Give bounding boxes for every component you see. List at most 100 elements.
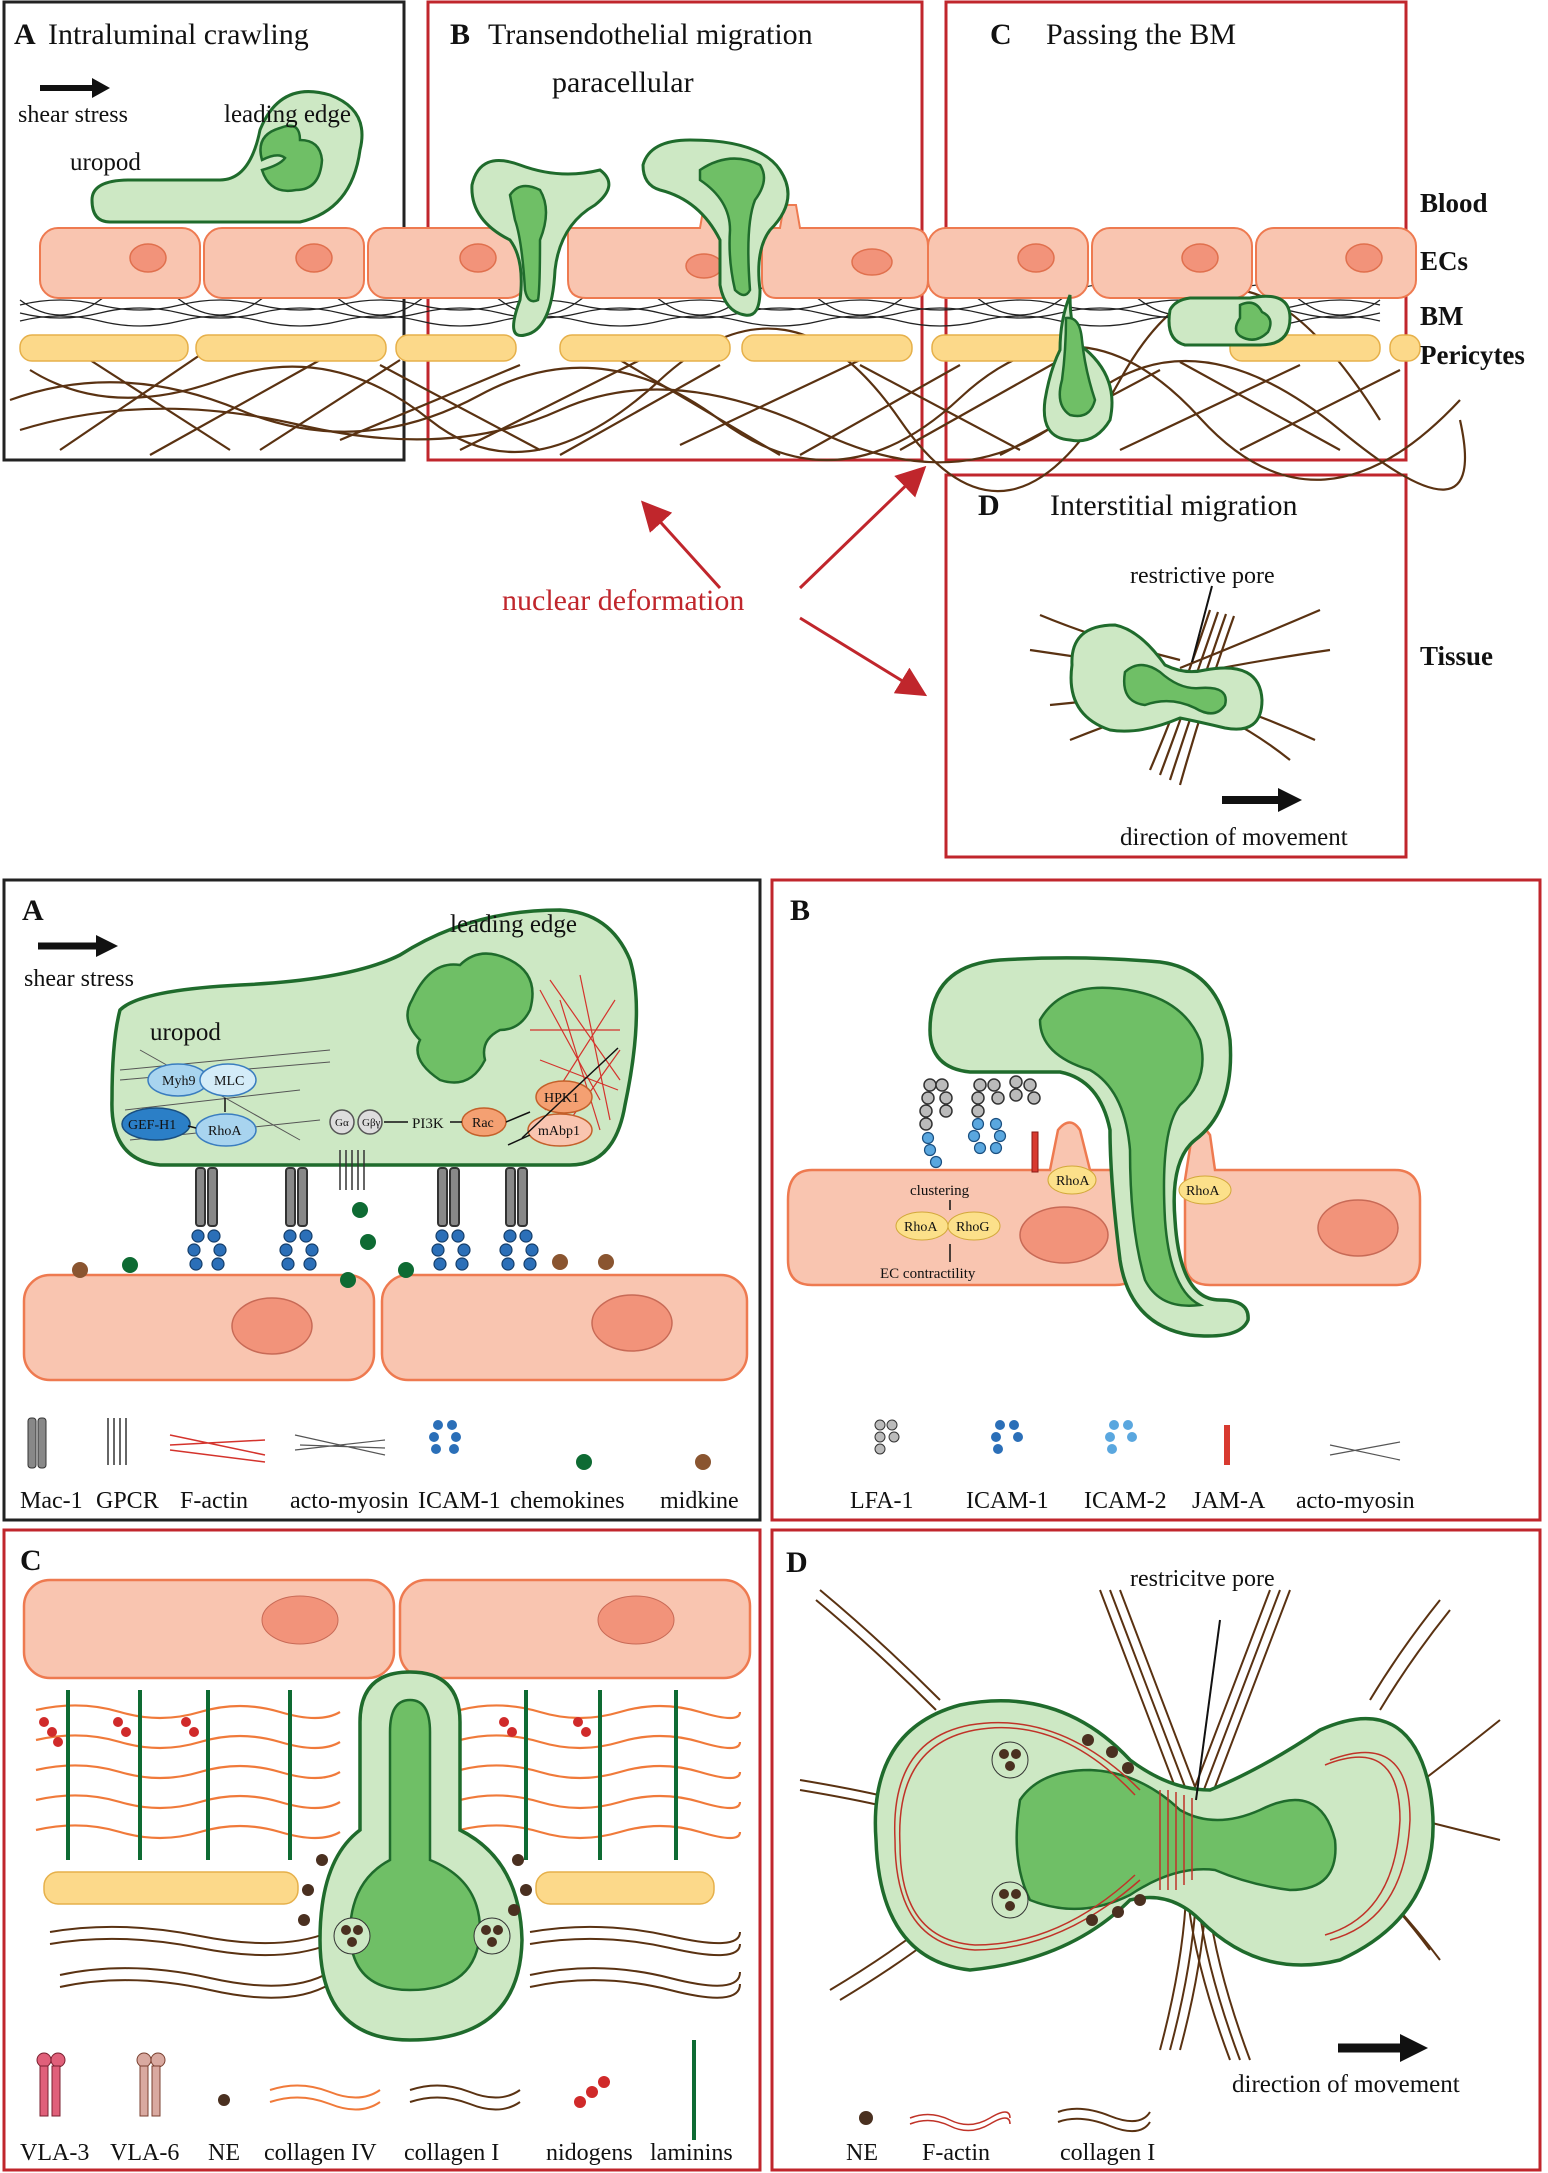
bottom-a-ec-nucleus-right	[591, 1294, 673, 1352]
mol-ga: Gα	[335, 1117, 349, 1129]
bottom-b-clustering: clustering	[910, 1183, 970, 1199]
top-d-direction-label: direction of movement	[1120, 824, 1348, 851]
legend-d-0: NE	[846, 2140, 878, 2166]
bottom-a-leading-edge: leading edge	[450, 911, 577, 938]
top-b-subtitle: paracellular	[552, 66, 694, 99]
mol-rhoa: RhoA	[208, 1124, 242, 1139]
bottom-d-pore-label: restricitve pore	[1130, 1566, 1275, 1592]
nuclear-deformation-arrows	[640, 465, 928, 697]
top-leukocyte-nuclei	[259, 124, 1272, 418]
bottom-a-shear-arrowhead	[96, 935, 118, 957]
bottom-a-icam1	[187, 1229, 539, 1271]
side-label-ecs: ECs	[1420, 246, 1468, 276]
bottom-c-nidogens	[39, 1717, 591, 1747]
top-b-letter: B	[450, 18, 470, 51]
side-label-blood: Blood	[1420, 188, 1488, 218]
top-a-shear: shear stress	[18, 102, 128, 128]
side-label-bm: BM	[1420, 301, 1464, 331]
bottom-b-box	[770, 878, 1542, 1522]
bottom-c-legend-icons	[36, 2040, 696, 2140]
mol-mabp1: mAbp1	[538, 1124, 580, 1139]
bottom-d-pore-pointer	[1195, 1619, 1221, 1801]
legend-a-0: Mac-1	[20, 1488, 83, 1514]
top-panel-d-box	[944, 473, 1408, 859]
top-c-letter: C	[990, 18, 1012, 51]
mol-rac: Rac	[472, 1116, 494, 1131]
bottom-a-ec-left	[22, 1273, 376, 1382]
mol-gbg: Gβγ	[362, 1117, 381, 1129]
bottom-a-nucleus	[406, 952, 534, 1084]
legend-d-2: collagen I	[1060, 2140, 1155, 2166]
bottom-panel-a: A shear stress leading edge uropod Myh9 …	[2, 878, 762, 1522]
bottom-a-gpcr	[339, 1150, 365, 1190]
top-shear-arrowhead	[92, 78, 110, 98]
top-endothelial-cells	[39, 204, 1417, 299]
top-d-cell-nucleus	[1122, 663, 1227, 715]
bottom-c-laminins	[66, 1690, 678, 1860]
bottom-b-rhog-signal	[947, 1211, 1001, 1241]
bottom-c-ec-nucleus-right	[597, 1595, 675, 1645]
bottom-b-ec-nucleus-left	[1019, 1206, 1109, 1264]
bottom-c-letter: C	[20, 1544, 42, 1577]
bottom-a-ec-nucleus-left	[231, 1297, 313, 1355]
top-a-uropod: uropod	[70, 149, 141, 176]
bottom-d-box	[770, 1528, 1542, 2172]
top-basement-membrane	[19, 284, 1381, 327]
top-d-pore-label: restrictive pore	[1130, 563, 1275, 589]
bottom-b-jama	[1031, 1131, 1039, 1173]
bottom-d-direction-label: direction of movement	[1232, 2071, 1460, 2098]
legend-a-3: acto-myosin	[290, 1488, 409, 1514]
top-d-pore-pointer	[1191, 585, 1213, 663]
side-label-tissue: Tissue	[1420, 641, 1493, 671]
legend-a-4: ICAM-1	[418, 1488, 501, 1514]
top-b-title: Transendothelial migration	[488, 18, 813, 51]
bottom-b-rhoa-right	[1178, 1175, 1232, 1205]
bottom-c-ec-left	[22, 1578, 396, 1680]
bottom-b-nucleus	[1038, 986, 1205, 1307]
bottom-panel-b: B clustering RhoA RhoG RhoA RhoA EC cont…	[770, 878, 1542, 1522]
top-d-title: Interstitial migration	[1050, 489, 1297, 522]
bottom-a-chemokines	[122, 1202, 414, 1288]
bottom-d-letter: D	[786, 1546, 808, 1579]
legend-c-3: collagen IV	[264, 2140, 377, 2166]
bottom-a-ec-right	[380, 1273, 749, 1382]
bottom-c-ec-right	[398, 1578, 752, 1680]
legend-a-2: F-actin	[180, 1488, 248, 1514]
bottom-b-ec-right	[1183, 1126, 1422, 1287]
bottom-c-granules	[333, 1917, 511, 1955]
legend-c-2: NE	[208, 2140, 240, 2166]
bottom-a-shear: shear stress	[24, 966, 134, 992]
legend-a-1: GPCR	[96, 1488, 159, 1514]
top-ec-nuclei	[129, 243, 1383, 279]
mol-pi3k: PI3K	[412, 1116, 444, 1132]
bottom-d-direction-arrowhead	[1400, 2034, 1428, 2062]
legend-b-0: LFA-1	[850, 1488, 914, 1514]
side-label-pericytes: Pericytes	[1420, 340, 1525, 370]
top-pericytes	[19, 334, 1421, 362]
bottom-b-legend-icons	[874, 1419, 1401, 1465]
bottom-panel-d: D restricitve pore direction of movement…	[770, 1528, 1542, 2172]
top-d-direction-arrowhead	[1278, 788, 1302, 812]
bottom-d-ne-dots	[1082, 1734, 1146, 1926]
top-a-letter: A	[14, 18, 36, 51]
top-c-title: Passing the BM	[1046, 18, 1236, 51]
legend-a-5: chemokines	[510, 1488, 625, 1514]
nuclear-deformation-label: nuclear deformation	[502, 584, 744, 617]
legend-c-5: nidogens	[546, 2140, 633, 2166]
mol-gef: GEF-H1	[128, 1118, 176, 1133]
legend-b-2: ICAM-2	[1084, 1488, 1167, 1514]
bottom-a-midkine	[72, 1254, 614, 1278]
legend-c-4: collagen I	[404, 2140, 499, 2166]
top-collagen-fibers	[9, 288, 1467, 493]
legend-b-3: JAM-A	[1192, 1488, 1266, 1514]
bottom-a-signaling	[121, 1063, 593, 1147]
bottom-b-rhoa-label: RhoA	[904, 1220, 938, 1235]
bottom-c-pericytes	[43, 1871, 715, 1905]
legend-c-0: VLA-3	[20, 2140, 89, 2166]
top-a-leading-edge: leading edge	[224, 101, 351, 128]
bottom-b-rhog-label: RhoG	[956, 1220, 989, 1235]
mol-myh9: Myh9	[162, 1074, 195, 1089]
bottom-b-rhoa-left	[1047, 1165, 1097, 1195]
bottom-b-rhoa-ec-right: RhoA	[1186, 1184, 1220, 1199]
